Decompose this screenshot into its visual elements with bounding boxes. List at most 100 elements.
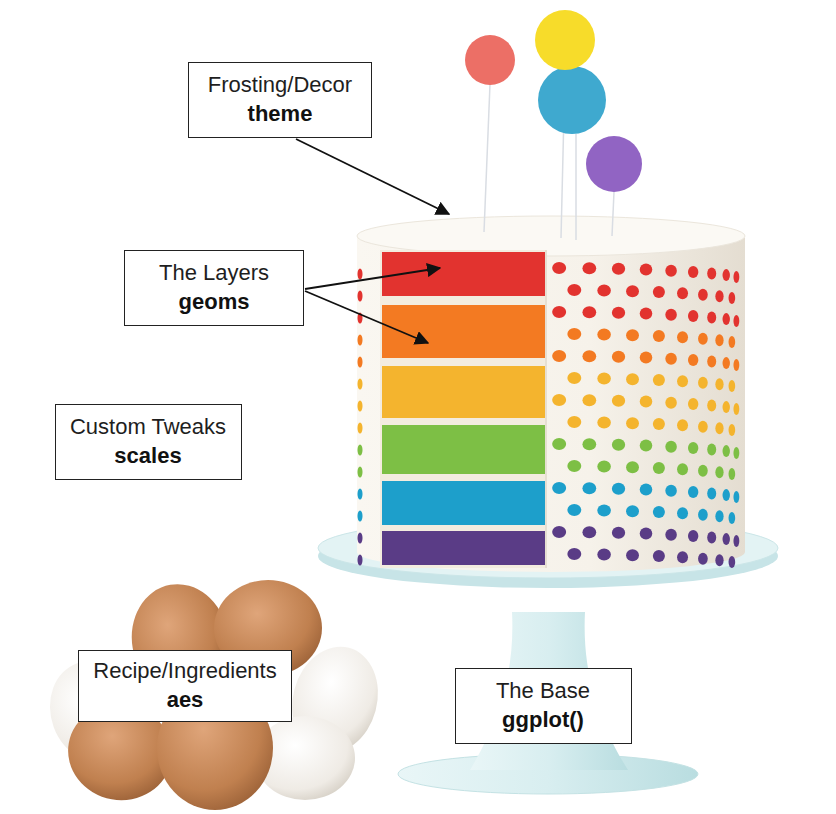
candy-dots [358, 262, 740, 568]
candy-dot [665, 353, 677, 365]
candy-dot [707, 399, 716, 411]
candy-dot [582, 438, 596, 450]
box-keyword: scales [114, 442, 181, 471]
candy-dot [358, 291, 363, 302]
candy-dot [597, 548, 611, 560]
candy-dot [552, 306, 566, 318]
box-title: The Layers [159, 259, 269, 288]
candy-dot [640, 528, 653, 540]
candy-dot [688, 398, 698, 410]
candy-dot [612, 439, 625, 451]
candy-dot [677, 287, 688, 299]
candy-dot [698, 553, 708, 565]
candy-dot [358, 467, 363, 478]
candy-dot [626, 329, 639, 341]
candy-dot [722, 445, 729, 457]
label-box: Frosting/Decortheme [188, 62, 372, 138]
candy-dot [567, 372, 581, 384]
box-title: Recipe/Ingredients [93, 657, 276, 686]
candy-dot [640, 396, 653, 408]
candy-dot [597, 372, 611, 384]
candy-dot [597, 284, 611, 296]
candy-dot [612, 483, 625, 495]
candy-dot [612, 307, 625, 319]
label-box: Recipe/Ingredientsaes [78, 650, 292, 722]
box-keyword: aes [167, 686, 204, 715]
candy-dot [733, 271, 739, 283]
candy-dot [626, 285, 639, 297]
candy-dot [707, 311, 716, 323]
candy-dot [640, 264, 653, 276]
candy-dot [722, 313, 729, 325]
box-keyword: ggplot() [502, 706, 584, 735]
candy-dot [653, 506, 665, 518]
candy-dot [653, 462, 665, 474]
candy-dot [698, 377, 708, 389]
candy-dot [567, 284, 581, 296]
candy-dot [729, 336, 736, 348]
candy-dot [552, 482, 566, 494]
candy-dot [707, 487, 716, 499]
candy-dot [677, 463, 688, 475]
candy-dot [653, 418, 665, 430]
candy-dot [358, 511, 363, 522]
candy-dot [688, 310, 698, 322]
candy-dot [715, 378, 723, 390]
candy-dot [626, 505, 639, 517]
candy-dot [612, 263, 625, 275]
candy-dot [698, 421, 708, 433]
candy-dot [715, 510, 723, 522]
candy-dot [612, 351, 625, 363]
candy-dot [722, 533, 729, 545]
candy-dot [677, 331, 688, 343]
candy-dot [729, 380, 736, 392]
candy-dot [567, 548, 581, 560]
candy-dot [640, 352, 653, 364]
candy-dot [688, 530, 698, 542]
candy-dot [597, 328, 611, 340]
candy-dot [733, 403, 739, 415]
label-box: Custom Tweaksscales [55, 404, 242, 480]
candy-dot [729, 292, 736, 304]
candy-dot [626, 461, 639, 473]
candy-dot [665, 265, 677, 277]
candy-dot [665, 441, 677, 453]
candy-dot [582, 526, 596, 538]
candy-dot [722, 489, 729, 501]
candy-dot [698, 509, 708, 521]
candy-dot [626, 549, 639, 561]
candy-dot [640, 484, 653, 496]
candy-dot [722, 401, 729, 413]
candy-dot [729, 556, 736, 568]
candy-dot [552, 262, 566, 274]
candy-dot [722, 269, 729, 281]
candy-dot [358, 533, 363, 544]
candy-dot [358, 357, 363, 368]
candy-dot [698, 333, 708, 345]
candy-dot [358, 445, 363, 456]
box-keyword: geoms [179, 288, 250, 317]
candy-dot [653, 374, 665, 386]
candy-dot [358, 335, 363, 346]
candy-dot [688, 486, 698, 498]
candy-dot [715, 290, 723, 302]
candy-dot [612, 395, 625, 407]
candy-dot [733, 315, 739, 327]
eggs [36, 577, 390, 810]
candy-dot [715, 554, 723, 566]
label-box: The Layersgeoms [124, 250, 304, 326]
candy-dot [597, 504, 611, 516]
candy-dot [715, 422, 723, 434]
candy-dot [597, 460, 611, 472]
candy-dot [612, 527, 625, 539]
candy-dot [707, 531, 716, 543]
candy-dot [552, 350, 566, 362]
candy-dot [358, 269, 363, 280]
candy-dot [653, 286, 665, 298]
candy-dot [358, 401, 363, 412]
candy-dot [733, 447, 739, 459]
candy-dot [707, 355, 716, 367]
candy-dot [358, 423, 363, 434]
balloon-toppers [465, 10, 642, 240]
